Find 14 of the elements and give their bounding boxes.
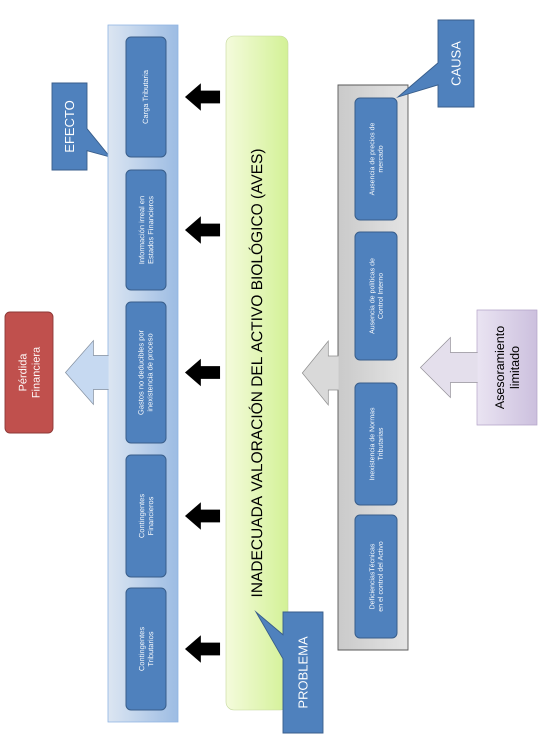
box: Asesoramiento limitado [476,310,538,426]
block-arrow [184,83,220,111]
rounded-panel: INADECUADA VALORACIÓN DEL ACTIVO BIOLÓGICO (AVES) [226,36,288,710]
block-arrow [64,340,109,406]
block-arrow [184,502,220,530]
callout: CAUSA [396,20,474,108]
callout: EFECTO [52,82,112,170]
callout: PROBLEMA [254,610,324,734]
block-arrow [420,336,478,398]
block-arrow [184,358,220,386]
block-arrow [302,340,339,406]
block-arrow [184,635,220,663]
rounded-box: Pérdida Financiera [4,312,54,434]
block-arrow [184,216,220,244]
